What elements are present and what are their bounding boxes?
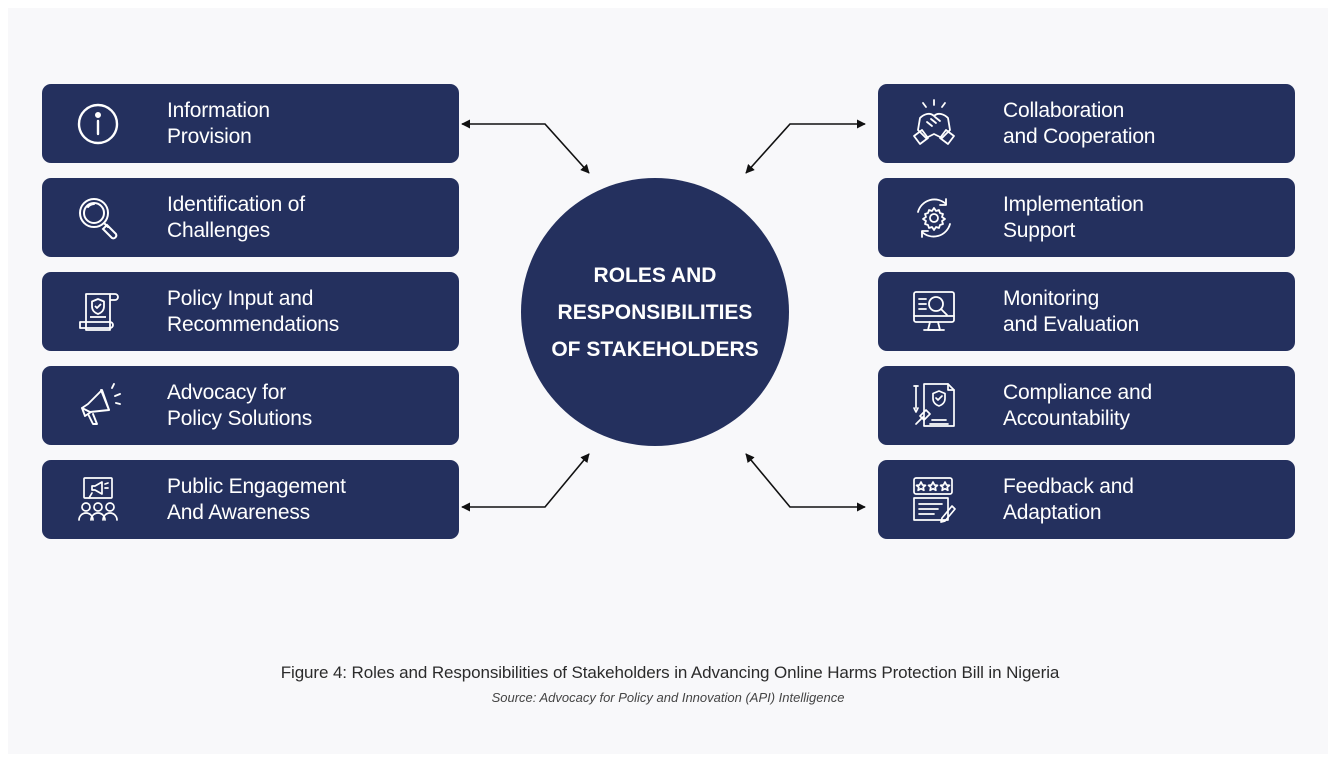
public-engagement-icon (70, 472, 126, 528)
info-icon (70, 96, 126, 152)
arrow-bottom-left (461, 453, 590, 512)
arrow-bottom-right (745, 453, 866, 512)
figure-source: Source: Advocacy for Policy and Innovati… (491, 690, 845, 705)
figure-caption: Figure 4: Roles and Responsibilities of … (280, 663, 1060, 682)
handshake-icon (906, 96, 962, 152)
compliance-gavel-icon (906, 378, 962, 434)
arrow-top-left (461, 119, 590, 174)
hub-title: ROLES AND RESPONSIBILITIES OF STAKEHOLDE… (551, 263, 759, 361)
arrow-top-right (745, 119, 866, 174)
monitor-search-icon (906, 284, 962, 340)
megaphone-icon (70, 378, 126, 434)
magnifier-icon (70, 190, 126, 246)
feedback-stars-icon (906, 472, 962, 528)
gear-cycle-icon (906, 190, 962, 246)
policy-document-icon (70, 284, 126, 340)
center-hub: ROLES AND RESPONSIBILITIES OF STAKEHOLDE… (521, 178, 789, 446)
